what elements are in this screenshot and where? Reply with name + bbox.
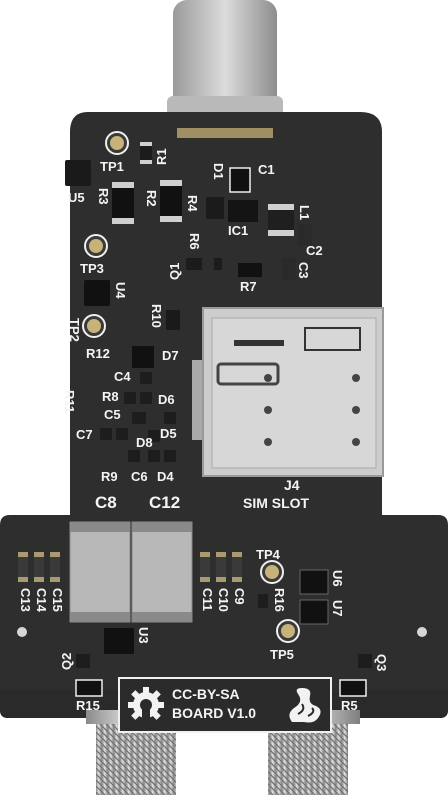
label-r4: R4 <box>185 195 200 212</box>
usb-pads <box>177 128 273 138</box>
label-c9: C9 <box>232 588 247 605</box>
label-c12: C12 <box>149 493 181 512</box>
capacitor-banks <box>18 552 242 582</box>
label-q1: Q1 <box>167 262 182 280</box>
capacitors-c8-c12 <box>69 521 193 623</box>
label-c14: C14 <box>34 588 49 612</box>
label-r1: R1 <box>154 148 169 165</box>
label-d5: D5 <box>160 426 177 441</box>
label-d6: D6 <box>158 392 175 407</box>
label-c4: C4 <box>114 369 131 384</box>
label-d1: D1 <box>211 163 226 180</box>
label-r2: R2 <box>144 190 159 207</box>
label-ic1: IC1 <box>228 223 249 238</box>
label-d8: D8 <box>136 435 153 450</box>
label-u6: U6 <box>330 570 345 587</box>
label-r7: R7 <box>240 279 257 294</box>
test-points <box>82 131 300 643</box>
label-c5: C5 <box>104 407 121 422</box>
label-tp2: TP2 <box>67 318 82 342</box>
components-middle <box>100 372 176 462</box>
snake-flag-icon <box>289 688 321 723</box>
label-c8: C8 <box>95 493 117 512</box>
label-c2: C2 <box>306 243 323 258</box>
label-q2: Q2 <box>59 652 74 670</box>
label-c11: C11 <box>200 588 215 612</box>
label-tp4: TP4 <box>256 547 280 562</box>
label-u7: U7 <box>330 600 345 617</box>
mounting-holes <box>17 627 427 637</box>
label-u3: U3 <box>136 627 151 644</box>
board-version-text: BOARD V1.0 <box>172 705 257 721</box>
label-u4: U4 <box>113 282 128 299</box>
label-j4: J4 <box>284 477 300 493</box>
label-c15: C15 <box>50 588 65 612</box>
label-d4: D4 <box>157 469 174 484</box>
components-top <box>65 142 312 368</box>
open-hardware-gear-icon <box>128 687 164 723</box>
label-q3: Q3 <box>374 654 389 672</box>
label-d7: D7 <box>162 348 179 363</box>
license-box: CC-BY-SA BOARD V1.0 <box>118 677 332 733</box>
license-text: CC-BY-SA <box>172 686 240 702</box>
label-c13: C13 <box>18 588 33 612</box>
label-c10: C10 <box>216 588 231 612</box>
label-r16: R16 <box>272 588 287 612</box>
label-tp3: TP3 <box>80 261 104 276</box>
label-c3: C3 <box>296 262 311 279</box>
label-tp5: TP5 <box>270 647 294 662</box>
components-bottom <box>75 569 372 697</box>
label-r3: R3 <box>96 188 111 205</box>
label-r12: R12 <box>86 346 110 361</box>
label-r6: R6 <box>187 233 202 250</box>
label-sim-slot: SIM SLOT <box>243 495 310 511</box>
label-c6: C6 <box>131 469 148 484</box>
label-c7: C7 <box>76 427 93 442</box>
label-r5: R5 <box>341 698 358 713</box>
label-r15: R15 <box>76 698 100 713</box>
label-u5: U5 <box>68 190 85 205</box>
label-r8: R8 <box>102 389 119 404</box>
label-r10: R10 <box>149 304 164 328</box>
label-c1: C1 <box>258 162 275 177</box>
label-tp1: TP1 <box>100 159 124 174</box>
label-l1: L1 <box>297 205 312 221</box>
sim-slot-connector <box>192 307 384 477</box>
label-r9: R9 <box>101 469 118 484</box>
label-r11: R11 <box>62 390 77 414</box>
